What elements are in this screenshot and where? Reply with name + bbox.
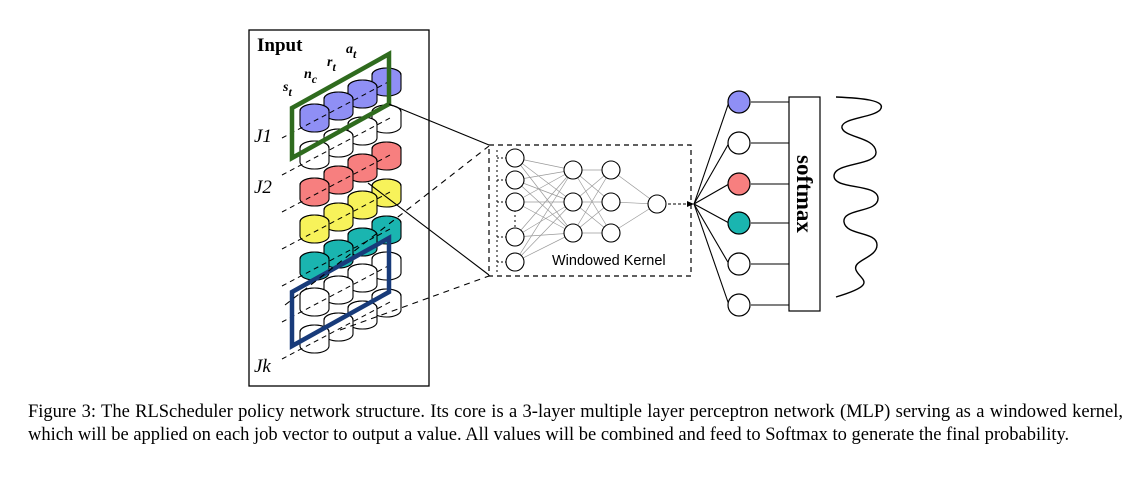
mlp-edge — [514, 157, 574, 234]
windowed-kernel-box — [488, 144, 692, 277]
output-node — [727, 172, 751, 196]
job-vector-axis — [281, 227, 393, 287]
figure-caption: Figure 3: The RLScheduler policy network… — [28, 402, 1123, 445]
mlp-edge — [514, 179, 574, 234]
mlp-edge — [514, 169, 574, 238]
fan-line — [693, 142, 730, 205]
feature-label-rt: rt — [327, 55, 336, 74]
connector-solid-bottom — [367, 182, 490, 276]
mlp-neuron — [505, 252, 525, 272]
input-panel — [248, 29, 430, 387]
output-node — [727, 90, 751, 114]
output-node — [727, 131, 751, 155]
mlp-edge — [514, 179, 574, 203]
feature-label-st: st — [282, 80, 292, 99]
softmax-box — [788, 96, 821, 312]
mlp-neuron — [505, 227, 525, 247]
feature-labels: st nc rt at — [282, 42, 357, 99]
job-vector-axis — [281, 79, 393, 139]
mlp-neuron — [601, 192, 621, 212]
mlp-edge — [572, 169, 612, 234]
feature-label-nc: nc — [304, 67, 318, 86]
mlp-neuron — [563, 223, 583, 243]
mlp-edge — [514, 201, 574, 238]
job-label-j1: J1 — [254, 126, 272, 147]
mlp-edge — [514, 232, 574, 263]
mlp-neuron — [601, 223, 621, 243]
mlp-neuron — [505, 148, 525, 168]
feature-label-at: at — [346, 42, 357, 61]
window-blue — [289, 234, 392, 350]
job-feature-cell — [299, 287, 330, 317]
job-vector-axis — [281, 153, 393, 213]
kernel-output-arrowhead — [687, 201, 694, 207]
mlp-edge — [514, 169, 574, 181]
job-rows — [281, 67, 402, 360]
mlp-edge — [514, 157, 574, 203]
mlp-edge — [514, 201, 574, 263]
mlp-edge — [514, 201, 574, 234]
fan-line — [693, 203, 730, 265]
mlp-network — [496, 148, 667, 272]
job-label-jk: Jk — [254, 356, 271, 377]
job-feature-cell — [299, 103, 330, 133]
output-node — [727, 252, 751, 276]
output-node — [727, 293, 751, 317]
job-feature-cell — [299, 177, 330, 207]
mlp-neuron — [601, 160, 621, 180]
mlp-neuron — [563, 192, 583, 212]
mlp-neuron — [563, 160, 583, 180]
fan-line — [693, 183, 730, 205]
job-vector-axis — [281, 263, 393, 323]
fan-line — [693, 101, 730, 205]
job-label-j2: J2 — [254, 177, 272, 198]
mlp-neuron — [505, 170, 525, 190]
mlp-edge — [514, 157, 574, 171]
input-title: Input — [257, 35, 303, 56]
mlp-edge — [514, 169, 574, 203]
softmax-label: softmax — [792, 155, 817, 233]
output-nodes — [693, 90, 789, 317]
probability-curve — [833, 96, 883, 298]
job-feature-cell — [299, 214, 330, 244]
job-vector-axis — [281, 300, 393, 360]
job-vector-axis — [281, 190, 393, 250]
windowed-kernel-label: Windowed Kernel — [552, 253, 666, 269]
output-node — [727, 211, 751, 235]
fan-line — [693, 203, 730, 224]
policy-network-diagram: Input st nc rt at J1 J2 Jk Windowed Kern… — [248, 29, 883, 387]
mlp-neuron — [647, 194, 667, 214]
mlp-edge — [514, 232, 574, 238]
mlp-edge — [514, 169, 574, 263]
fan-line — [693, 203, 730, 306]
mlp-neuron — [505, 192, 525, 212]
connector-solid-top — [388, 103, 490, 146]
job-vector-axis — [281, 116, 393, 176]
connector-dashed-bottom — [339, 275, 490, 331]
